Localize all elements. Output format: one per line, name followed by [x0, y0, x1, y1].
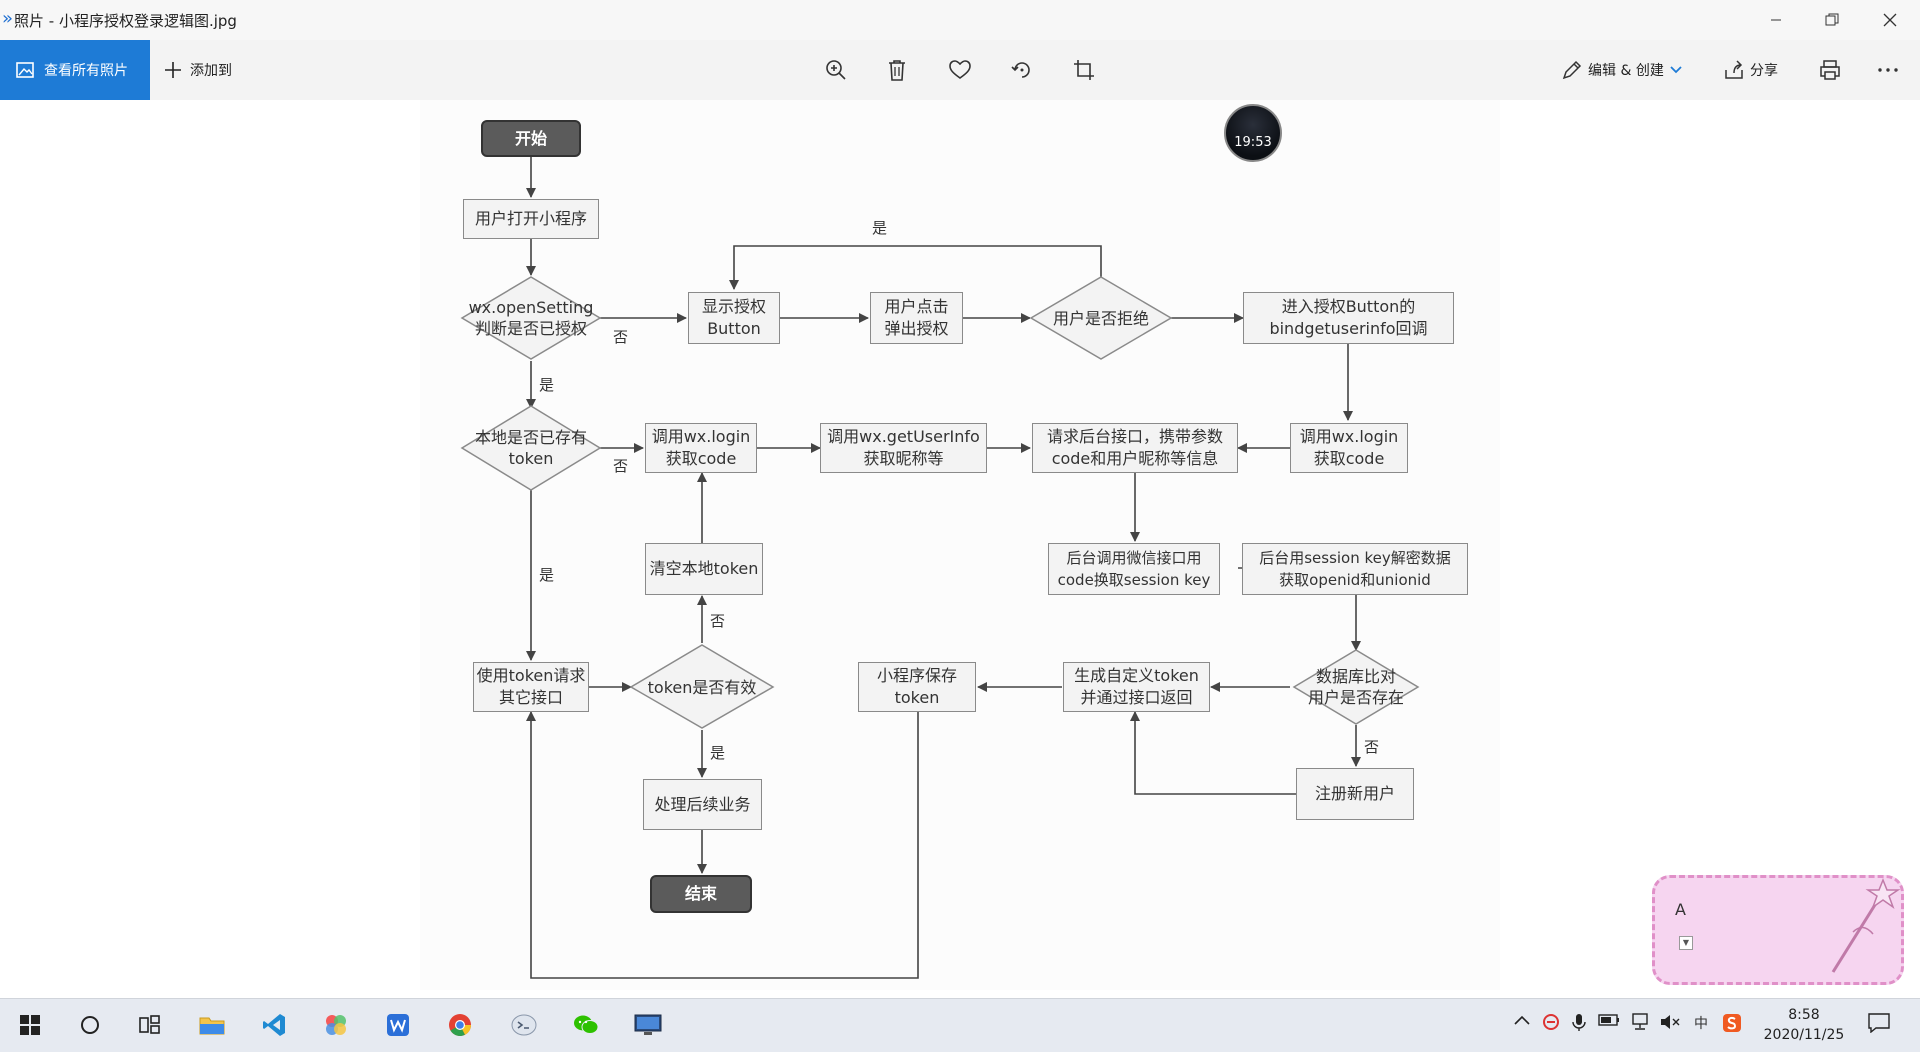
ime-input-text: A [1675, 900, 1686, 919]
edit-create-button[interactable]: 编辑 & 创建 [1562, 40, 1682, 100]
restore-icon[interactable] [1804, 0, 1860, 40]
remote-desktop-icon[interactable] [626, 1005, 670, 1045]
image-viewport[interactable]: 开始 用户打开小程序 wx.openSetting 判断是否已授权 显示授权 B… [0, 100, 1920, 998]
ime-candidate-window[interactable]: A ▼ [1652, 875, 1904, 985]
share-icon [1725, 60, 1743, 79]
edge-label-valid-yes: 是 [710, 744, 726, 762]
crop-icon[interactable] [1064, 50, 1104, 90]
diamond-check-auth [460, 276, 602, 360]
window-title: 照片 - 小程序授权登录逻辑图.jpg [14, 12, 237, 30]
diamond-token-valid [629, 644, 775, 729]
delete-icon[interactable] [877, 50, 917, 90]
ime-mode-indicator[interactable]: 中 [1694, 1016, 1708, 1032]
toolbar: 查看所有照片 添加到 编辑 & 创建 分享 [0, 40, 1920, 100]
taskbar-clock[interactable]: 8:58 2020/11/25 [1760, 1005, 1848, 1045]
wechat-icon[interactable] [564, 1005, 608, 1045]
flowchart-connectors [460, 157, 1420, 979]
flow-node-end: 结束 [650, 875, 752, 913]
taskbar-time: 8:58 [1788, 1007, 1820, 1023]
network-icon[interactable] [1630, 1013, 1650, 1035]
floating-clock-widget[interactable]: 19:53 [1224, 104, 1282, 162]
magic-wand-decoration-icon [1831, 877, 1901, 973]
flow-decision-token-valid: token是否有效 [647, 677, 757, 697]
sogou-ime-icon[interactable] [1722, 1013, 1742, 1037]
windows-start-icon[interactable] [8, 1005, 52, 1045]
task-view-icon[interactable] [128, 1005, 172, 1045]
diamond-db-compare [1292, 649, 1420, 725]
edge-label-token-yes: 是 [539, 566, 555, 584]
back-chevron-icon[interactable]: » [2, 8, 14, 29]
flow-node-gen-token: 生成自定义token 并通过接口返回 [1063, 662, 1210, 712]
add-to-button[interactable]: 添加到 [164, 40, 232, 100]
flow-node-login-code-a: 调用wx.login 获取code [645, 423, 757, 473]
photo-icon [16, 62, 34, 78]
flow-node-request-backend: 请求后台接口，携带参数 code和用户昵称等信息 [1032, 423, 1238, 473]
favorite-icon[interactable] [940, 50, 980, 90]
flow-node-backend-session: 后台调用微信接口用 code换取session key [1048, 543, 1220, 595]
more-icon[interactable] [1868, 50, 1908, 90]
taskbar: 中 8:58 2020/11/25 [0, 998, 1920, 1052]
rotate-icon[interactable] [1002, 50, 1042, 90]
view-all-photos-button[interactable]: 查看所有照片 [0, 40, 150, 100]
flow-decision-db-compare: 数据库比对 用户是否存在 [1307, 667, 1404, 707]
file-explorer-icon[interactable] [190, 1005, 234, 1045]
flow-node-user-click: 用户点击 弹出授权 [870, 292, 963, 344]
decision-diamonds [460, 276, 1420, 729]
title-bar: » 照片 - 小程序授权登录逻辑图.jpg [0, 0, 1920, 40]
volume-muted-icon[interactable] [1660, 1013, 1680, 1035]
edge-label-reject-yes: 是 [872, 219, 888, 237]
tray-app-red-icon[interactable] [1542, 1013, 1560, 1035]
edge-label-valid-no: 否 [710, 612, 726, 630]
diamond-has-token [460, 405, 602, 491]
ime-dropdown-icon[interactable]: ▼ [1679, 936, 1693, 950]
share-button[interactable]: 分享 [1724, 40, 1778, 100]
flow-node-save-token: 小程序保存 token [858, 662, 976, 712]
view-all-photos-label: 查看所有照片 [44, 63, 128, 79]
add-to-label: 添加到 [190, 63, 232, 79]
flow-decision-user-reject: 用户是否拒绝 [1052, 308, 1149, 328]
diamond-user-reject [1029, 276, 1173, 360]
microphone-icon[interactable] [1572, 1013, 1586, 1035]
print-icon[interactable] [1810, 50, 1850, 90]
close-icon[interactable] [1862, 0, 1918, 40]
edge-label-auth-yes: 是 [539, 376, 555, 394]
chevron-down-icon [1670, 66, 1682, 74]
vscode-icon[interactable] [252, 1005, 296, 1045]
notification-center-icon[interactable] [1868, 1013, 1890, 1037]
edge-label-auth-no: 否 [613, 328, 629, 346]
wps-icon[interactable] [376, 1005, 420, 1045]
battery-icon[interactable] [1598, 1013, 1620, 1031]
terminal-app-icon[interactable] [502, 1005, 546, 1045]
flowchart-image: 开始 用户打开小程序 wx.openSetting 判断是否已授权 显示授权 B… [420, 100, 1500, 990]
flow-node-decrypt: 后台用session key解密数据 获取openid和unionid [1242, 543, 1468, 595]
colorful-app-icon[interactable] [314, 1005, 358, 1045]
chrome-icon[interactable] [438, 1005, 482, 1045]
flow-decision-check-auth: wx.openSetting 判断是否已授权 [468, 298, 594, 338]
edge-label-exists-no: 否 [1364, 738, 1380, 756]
flow-node-process: 处理后续业务 [643, 779, 762, 830]
flow-node-clear-token: 清空本地token [645, 543, 763, 595]
edge-label-token-no: 否 [613, 457, 629, 475]
tray-expand-chevron-icon[interactable] [1514, 1013, 1530, 1029]
cortana-icon[interactable] [68, 1005, 112, 1045]
edit-create-label: 编辑 & 创建 [1588, 63, 1664, 79]
flow-node-start: 开始 [481, 120, 581, 157]
edit-pen-icon [1562, 60, 1582, 80]
plus-icon [165, 62, 181, 78]
flow-node-get-userinfo: 调用wx.getUserInfo 获取昵称等 [820, 423, 987, 473]
taskbar-date: 2020/11/25 [1763, 1027, 1845, 1043]
share-label: 分享 [1750, 63, 1778, 79]
flow-node-use-token: 使用token请求 其它接口 [473, 662, 589, 712]
minimize-icon[interactable] [1748, 0, 1804, 40]
flow-node-enter-callback: 进入授权Button的 bindgetuserinfo回调 [1243, 292, 1454, 344]
flow-decision-has-token: 本地是否已存有 token [474, 428, 587, 468]
flow-node-login-code-b: 调用wx.login 获取code [1290, 423, 1408, 473]
flow-node-open-app: 用户打开小程序 [463, 199, 599, 239]
zoom-in-icon[interactable] [816, 50, 856, 90]
flow-node-show-button: 显示授权 Button [688, 292, 780, 344]
flow-node-register: 注册新用户 [1296, 768, 1414, 820]
